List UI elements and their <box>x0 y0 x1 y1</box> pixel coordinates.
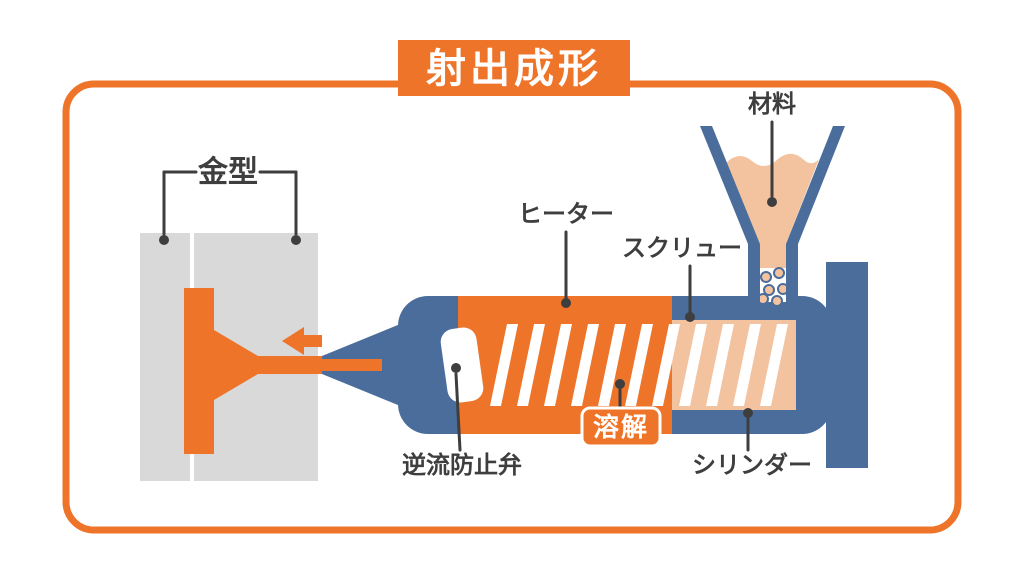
melt-label: 溶解 <box>593 412 649 443</box>
mold-label: 金型 <box>197 155 258 190</box>
hopper <box>700 126 845 307</box>
injection-unit <box>322 262 868 468</box>
mold <box>140 233 332 481</box>
melt-badge-group: 溶解 <box>580 379 662 448</box>
screw-flight <box>625 324 653 406</box>
material-label-group: 材料 <box>748 90 796 207</box>
material-label: 材料 <box>748 90 796 118</box>
screw-label-group: スクリュー <box>622 234 742 322</box>
pellet <box>771 295 783 307</box>
leader-dot <box>767 197 777 207</box>
hopper-material <box>726 153 819 268</box>
title-banner: 射出成形 <box>398 40 630 96</box>
pellet <box>760 271 772 283</box>
hopper-wall-left <box>700 126 760 302</box>
leader-dot <box>451 363 461 373</box>
leader-dot <box>291 235 301 245</box>
mold-plate-left <box>140 233 190 481</box>
hopper-wall-right <box>786 126 845 302</box>
screw-flight <box>733 324 761 406</box>
heater-label: ヒーター <box>518 200 614 228</box>
screw-flight <box>598 324 626 406</box>
mold-cavity-bar <box>184 288 214 454</box>
leader-dot <box>685 312 695 322</box>
cylinder-label: シリンダー <box>692 451 812 479</box>
nozzle-melt-stream <box>322 359 382 371</box>
screw-flight <box>544 324 572 406</box>
screw-flight <box>652 324 680 406</box>
flow-arrow-icon <box>282 327 322 355</box>
material-pellets <box>757 267 789 307</box>
leader-dot <box>561 298 571 308</box>
pellet <box>763 284 775 296</box>
mold-label-group: 金型 <box>159 155 301 245</box>
mold-gate-cone <box>214 330 258 400</box>
screw-label: スクリュー <box>622 234 742 262</box>
leader-dot <box>159 235 169 245</box>
screw-flight <box>490 324 518 406</box>
page-title: 射出成形 <box>426 46 602 92</box>
leader-dot <box>743 408 753 418</box>
screw-flight <box>517 324 545 406</box>
drive-block <box>826 262 868 468</box>
pellet <box>773 267 785 279</box>
leader-line <box>454 372 462 452</box>
heater-label-group: ヒーター <box>518 200 614 308</box>
screw-flights <box>490 324 788 406</box>
check-valve-label-group: 逆流防止弁 <box>402 363 522 479</box>
leader-dot <box>615 379 625 389</box>
cylinder-label-group: シリンダー <box>692 408 812 479</box>
screw-flight <box>760 324 788 406</box>
screw-flight <box>679 324 707 406</box>
melt-badge <box>580 406 662 448</box>
screw-flight <box>571 324 599 406</box>
check-valve-label: 逆流防止弁 <box>402 451 522 479</box>
mold-sprue <box>258 356 332 374</box>
check-valve <box>440 327 484 403</box>
title-banner-box <box>398 40 630 96</box>
screw-flight <box>706 324 734 406</box>
